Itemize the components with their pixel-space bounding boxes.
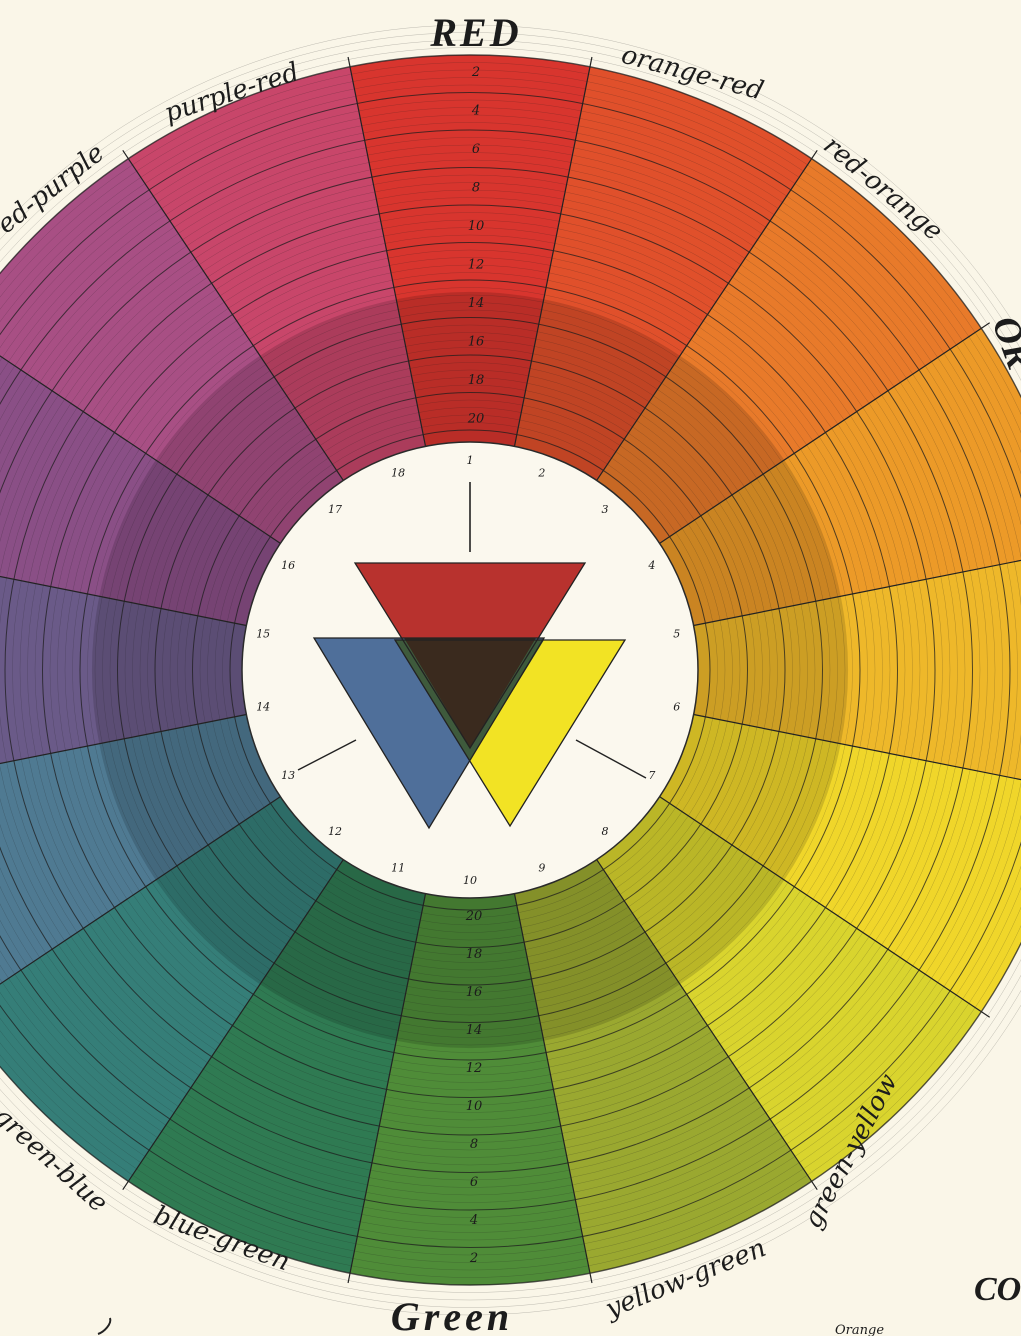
- hub-number: 7: [648, 769, 655, 782]
- hub-number: 9: [538, 861, 545, 874]
- hub-number: 4: [647, 559, 655, 572]
- ring-number-bottom: 8: [470, 1137, 478, 1152]
- hub-number: 11: [391, 861, 405, 874]
- hub-number: 8: [601, 825, 608, 838]
- ring-number-bottom: 6: [470, 1175, 478, 1190]
- hub-number: 5: [673, 628, 680, 641]
- hub-number: 14: [256, 700, 270, 713]
- ring-number-bottom: 2: [469, 1251, 478, 1266]
- title-red: RED: [429, 10, 521, 55]
- ring-number-top: 8: [472, 181, 480, 196]
- ring-number-bottom: 16: [466, 985, 483, 1000]
- small-label-orange: Orange: [835, 1323, 884, 1336]
- side-label-partial: CO: [974, 1271, 1021, 1308]
- hub-number: 16: [281, 559, 295, 572]
- ring-number-top: 2: [471, 65, 480, 80]
- ring-number-top: 20: [467, 412, 485, 427]
- ring-number-top: 10: [468, 219, 485, 234]
- ring-number-bottom: 10: [466, 1099, 483, 1114]
- hub-number: 2: [537, 467, 545, 480]
- hub-number: 1: [467, 454, 474, 467]
- ink-mark: [98, 1318, 110, 1334]
- ring-number-top: 14: [468, 296, 485, 311]
- ring-number-top: 16: [468, 335, 485, 350]
- hub-number: 10: [463, 874, 477, 887]
- ring-number-bottom: 12: [466, 1061, 483, 1076]
- title-green: Green: [391, 1294, 513, 1336]
- hub-number: 15: [256, 628, 270, 641]
- hub-number: 13: [281, 769, 295, 782]
- ring-number-top: 18: [468, 373, 485, 388]
- ring-number-bottom: 20: [465, 909, 483, 924]
- ring-number-bottom: 18: [466, 947, 483, 962]
- ring-number-bottom: 14: [466, 1023, 483, 1038]
- hub-number: 18: [391, 467, 405, 480]
- ring-number-top: 6: [472, 142, 480, 157]
- ring-number-top: 12: [468, 258, 485, 273]
- ring-number-top: 4: [471, 104, 480, 119]
- ring-number-bottom: 4: [469, 1213, 478, 1228]
- hub-number: 12: [328, 825, 342, 838]
- hub-number: 3: [601, 503, 608, 516]
- hub-number: 6: [673, 700, 680, 713]
- hub-number: 17: [328, 503, 342, 516]
